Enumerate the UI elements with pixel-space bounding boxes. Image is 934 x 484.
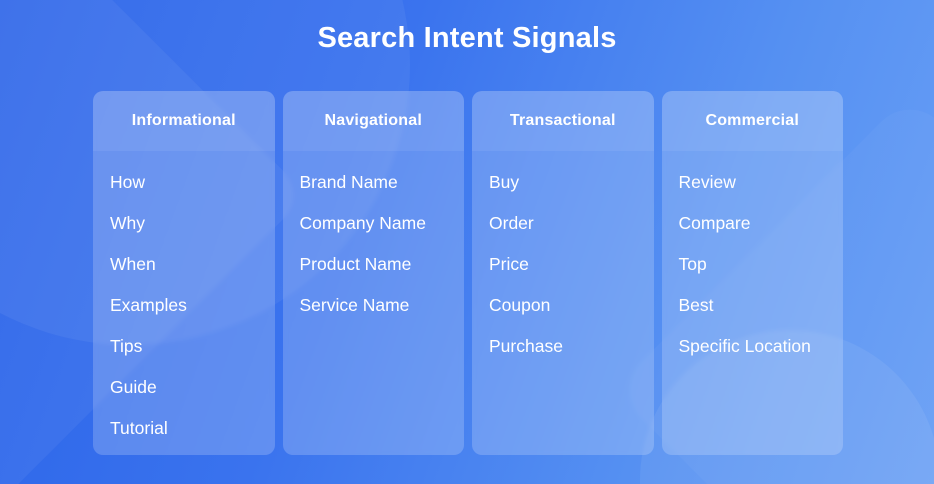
list-item: Purchase bbox=[489, 336, 563, 356]
list-item: Tutorial bbox=[110, 418, 168, 438]
list-item: Service Name bbox=[299, 295, 410, 315]
list-item: Review bbox=[678, 172, 736, 192]
column-list-commercial: Review Compare Top Best Specific Locatio… bbox=[662, 151, 844, 367]
column-list-transactional: Buy Order Price Coupon Purchase bbox=[472, 151, 654, 367]
list-item: Examples bbox=[110, 295, 187, 315]
list-item: Order bbox=[489, 213, 534, 233]
list-item: How bbox=[110, 172, 146, 192]
list-item: Buy bbox=[489, 172, 520, 192]
list-item: Company Name bbox=[299, 213, 426, 233]
intent-column-transactional: Transactional Buy Order Price Coupon Pur… bbox=[472, 91, 654, 455]
page-title: Search Intent Signals bbox=[317, 22, 617, 54]
intent-column-commercial: Commercial Review Compare Top Best Speci… bbox=[661, 91, 844, 455]
list-item: Best bbox=[678, 295, 714, 315]
list-item: Tips bbox=[110, 336, 143, 356]
list-item: When bbox=[110, 254, 156, 274]
column-header-navigational: Navigational bbox=[282, 91, 464, 151]
list-item: Price bbox=[489, 254, 529, 274]
column-header-transactional: Transactional bbox=[472, 91, 654, 151]
list-item: Specific Location bbox=[678, 336, 811, 356]
column-list-navigational: Brand Name Company Name Product Name Ser… bbox=[283, 151, 465, 326]
list-item: Coupon bbox=[489, 295, 551, 315]
column-header-commercial: Commercial bbox=[661, 91, 843, 151]
list-item: Guide bbox=[110, 377, 157, 397]
list-item: Why bbox=[110, 213, 145, 233]
list-item: Product Name bbox=[299, 254, 412, 274]
intent-column-navigational: Navigational Brand Name Company Name Pro… bbox=[282, 91, 465, 455]
intent-column-informational: Informational How Why When Examples Tips… bbox=[93, 91, 275, 455]
intent-columns: Informational How Why When Examples Tips… bbox=[93, 91, 843, 455]
list-item: Brand Name bbox=[299, 172, 398, 192]
list-item: Top bbox=[678, 254, 707, 274]
column-list-informational: How Why When Examples Tips Guide Tutoria… bbox=[93, 151, 275, 449]
list-item: Compare bbox=[678, 213, 751, 233]
column-header-informational: Informational bbox=[93, 91, 275, 151]
